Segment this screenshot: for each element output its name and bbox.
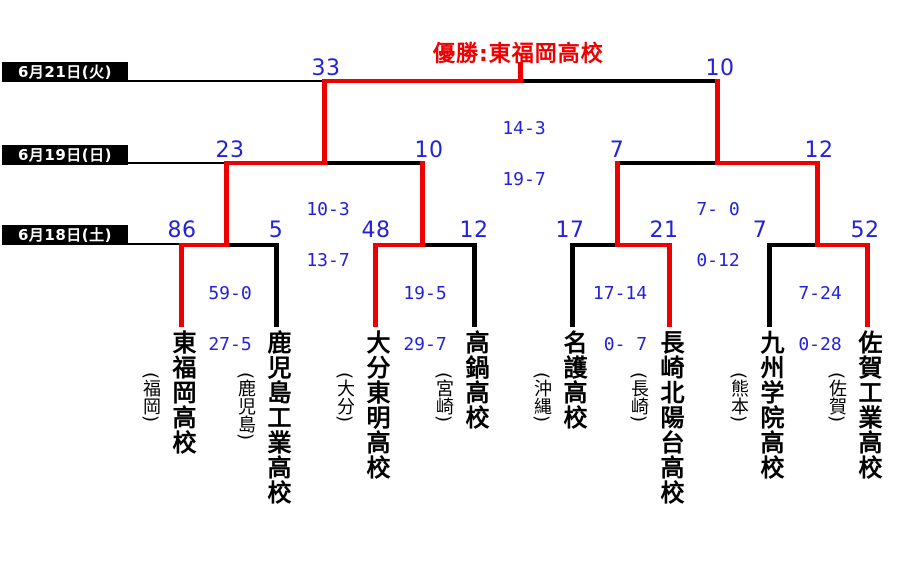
period-score-line: 13-7: [306, 250, 350, 271]
qf4-line-winner-segment: [817, 243, 870, 247]
sf1-line-loser-segment: [327, 161, 425, 165]
period-score-line: 7- 0: [696, 199, 740, 220]
team-prefecture: (鹿児島): [235, 372, 256, 441]
qf1-line-winner-segment: [179, 243, 229, 247]
team-name: 高鍋高校: [461, 330, 489, 430]
team-line-kyushugakuin: [767, 247, 772, 327]
qf2-score-left: 48: [361, 218, 391, 243]
sf1-winner-riser: [322, 79, 327, 165]
qf3-score-left: 17: [555, 218, 585, 243]
period-score-line: 0-28: [798, 334, 842, 355]
period-score-line: 27-5: [208, 334, 252, 355]
team-prefecture: (佐賀): [826, 372, 847, 423]
date-label-jun19: 6月19日(日): [2, 145, 128, 165]
qf1-score-left: 86: [167, 218, 197, 243]
sf1-line-winner-segment: [224, 161, 327, 165]
period-score-line: 14-3: [502, 118, 546, 139]
team-line-takanabe: [472, 247, 477, 327]
final-score-left: 33: [311, 56, 341, 81]
qf2-line-loser-segment: [425, 243, 477, 247]
qf2-winner-riser: [420, 161, 425, 247]
qf1-winner-riser: [224, 161, 229, 247]
final-line-loser-segment: [523, 79, 720, 83]
team-oitatomei: 大分東明高校 (大分): [328, 330, 390, 560]
sf1-score-right: 10: [414, 138, 444, 163]
sf2-line-loser-segment: [615, 161, 718, 165]
team-takanabe: 高鍋高校 (宮崎): [427, 330, 489, 560]
qf2-line-winner-segment: [373, 243, 425, 247]
date-line-jun21: [128, 80, 324, 82]
period-score-line: 59-0: [208, 283, 252, 304]
team-name: 長崎北陽台高校: [656, 330, 684, 505]
team-name: 東福岡高校: [168, 330, 196, 455]
qf4-score-right: 52: [850, 218, 880, 243]
period-score-line: 10-3: [306, 199, 350, 220]
period-score-line: 19-7: [502, 169, 546, 190]
sf2-winner-riser: [715, 79, 720, 165]
qf2-score-right: 12: [459, 218, 489, 243]
period-score-line: 17-14: [592, 283, 648, 304]
team-prefecture: (大分): [334, 372, 355, 423]
team-kyushugakuin: 九州学院高校 (熊本): [722, 330, 784, 560]
team-line-higashifukuoka: [179, 247, 184, 327]
date-line-jun19: [128, 162, 226, 164]
qf4-periods: 7-24 0-28: [798, 251, 841, 387]
team-prefecture: (沖縄): [531, 372, 552, 423]
period-score-line: 19-5: [403, 283, 447, 304]
qf4-winner-riser: [815, 161, 820, 247]
champion-title: 優勝:東福岡高校: [433, 42, 604, 67]
champion-riser: [518, 62, 523, 83]
date-label-jun18: 6月18日(土): [2, 225, 128, 245]
sf2-score-left: 7: [609, 138, 625, 163]
period-score-line: 0-12: [696, 250, 740, 271]
period-score-line: 0- 7: [592, 334, 648, 355]
qf3-score-right: 21: [649, 218, 679, 243]
sf2-periods: 7- 0 0-12: [696, 167, 739, 303]
sf1-periods: 10-3 13-7: [306, 167, 349, 303]
final-score-right: 10: [705, 56, 735, 81]
team-prefecture: (長崎): [628, 372, 649, 423]
team-kagoshimakogyo: 鹿児島工業高校 (鹿児島): [229, 330, 291, 560]
sf2-score-right: 12: [804, 138, 834, 163]
qf1-line-loser-segment: [229, 243, 279, 247]
final-line-winner-segment: [322, 79, 523, 83]
team-name: 鹿児島工業高校: [263, 330, 291, 505]
team-prefecture: (熊本): [728, 372, 749, 423]
qf3-periods: 17-14 0- 7: [593, 251, 647, 387]
team-line-sagakogyo: [865, 247, 870, 327]
qf4-score-left: 7: [752, 218, 768, 243]
date-line-jun18: [128, 243, 181, 245]
qf3-winner-riser: [615, 161, 620, 247]
team-prefecture: (宮崎): [433, 372, 454, 423]
team-nago: 名護高校 (沖縄): [525, 330, 587, 560]
qf2-periods: 19-5 29-7: [403, 251, 446, 387]
team-line-oitatomei: [373, 247, 378, 327]
team-prefecture: (福岡): [140, 372, 161, 423]
qf1-periods: 59-0 27-5: [208, 251, 251, 387]
qf3-line-loser-segment: [570, 243, 617, 247]
team-line-nagasakihokuyodai: [667, 247, 672, 327]
team-name: 九州学院高校: [756, 330, 784, 480]
period-score-line: 7-24: [798, 283, 842, 304]
team-higashifukuoka: 東福岡高校 (福岡): [134, 330, 196, 560]
period-score-line: 29-7: [403, 334, 447, 355]
team-line-nago: [570, 247, 575, 327]
qf4-line-loser-segment: [767, 243, 817, 247]
sf2-line-winner-segment: [718, 161, 817, 165]
date-label-jun21: 6月21日(火): [2, 62, 128, 82]
final-periods: 14-3 19-7: [502, 86, 545, 222]
team-name: 佐賀工業高校: [854, 330, 882, 480]
qf1-score-right: 5: [268, 218, 284, 243]
team-sagakogyo: 佐賀工業高校 (佐賀): [820, 330, 882, 560]
qf3-line-winner-segment: [617, 243, 672, 247]
sf1-score-left: 23: [215, 138, 245, 163]
team-line-kagoshimakogyo: [274, 247, 279, 327]
team-nagasakihokuyodai: 長崎北陽台高校 (長崎): [622, 330, 684, 560]
team-name: 大分東明高校: [362, 330, 390, 480]
team-name: 名護高校: [559, 330, 587, 430]
